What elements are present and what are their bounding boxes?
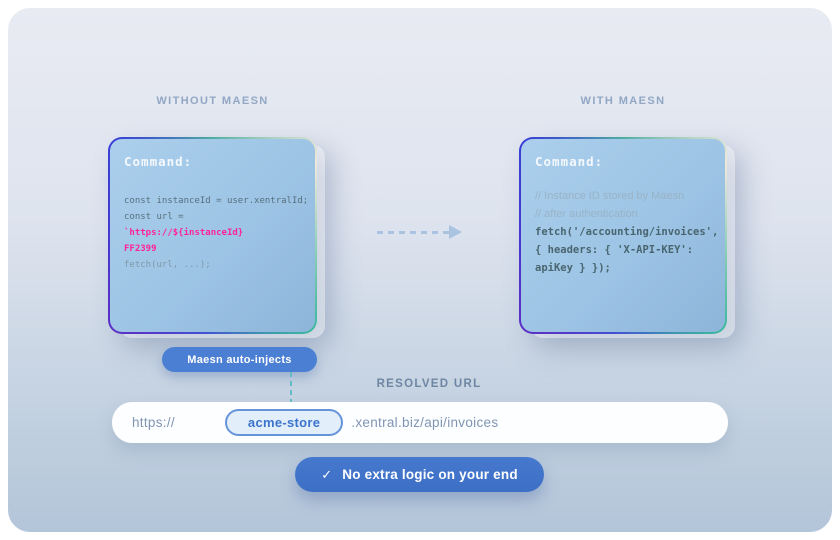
footer-button-label: No extra logic on your end <box>342 467 518 482</box>
code-panel-body: Command: const instanceId = user.xentral… <box>110 139 315 332</box>
heading-without-maesn: WITHOUT MAESN <box>156 95 269 107</box>
maesn-auto-injects-badge[interactable]: Maesn auto-injects <box>162 347 317 372</box>
code-line: apiKey } }); <box>535 262 611 274</box>
code-panel-without-maesn: Command: const instanceId = user.xentral… <box>108 137 317 334</box>
resolved-url-bar: https:// acme-store .xentral.biz/api/inv… <box>112 402 728 443</box>
panel-title: Command: <box>124 154 193 169</box>
code-comment-line: // after authentication <box>535 208 638 220</box>
url-suffix: .xentral.biz/api/invoices <box>351 415 499 430</box>
code-panel-body: Command: // Instance ID stored by Maesn … <box>521 139 725 332</box>
code-line: { headers: { 'X-API-KEY': <box>535 244 694 256</box>
code-block: const instanceId = user.xentralId; const… <box>124 193 309 273</box>
code-line-highlighted: FF2399 <box>124 244 157 254</box>
heading-with-maesn: WITH MAESN <box>580 95 666 107</box>
code-comment-line: // Instance ID stored by Maesn <box>535 190 685 202</box>
checkmark-icon: ✓ <box>321 466 333 482</box>
dashed-arrow-line <box>377 231 449 234</box>
code-line: const url = <box>124 212 184 222</box>
code-line: const instanceId = user.xentralId; <box>124 196 309 206</box>
code-line: fetch('/accounting/invoices', <box>535 226 719 238</box>
instance-id-pill: acme-store <box>224 409 344 436</box>
resolved-url-heading: RESOLVED URL <box>376 378 482 390</box>
no-extra-logic-button[interactable]: ✓ No extra logic on your end <box>295 457 544 492</box>
code-line: fetch(url, ...); <box>124 260 211 270</box>
code-block: // Instance ID stored by Maesn // after … <box>535 187 719 277</box>
dashed-connector-line <box>290 372 292 409</box>
code-panel-with-maesn: Command: // Instance ID stored by Maesn … <box>519 137 727 334</box>
panel-title: Command: <box>535 154 604 169</box>
url-prefix: https:// <box>132 415 175 430</box>
arrow-right-icon <box>449 225 462 239</box>
code-line-highlighted: `https://${instanceId} <box>124 228 244 238</box>
